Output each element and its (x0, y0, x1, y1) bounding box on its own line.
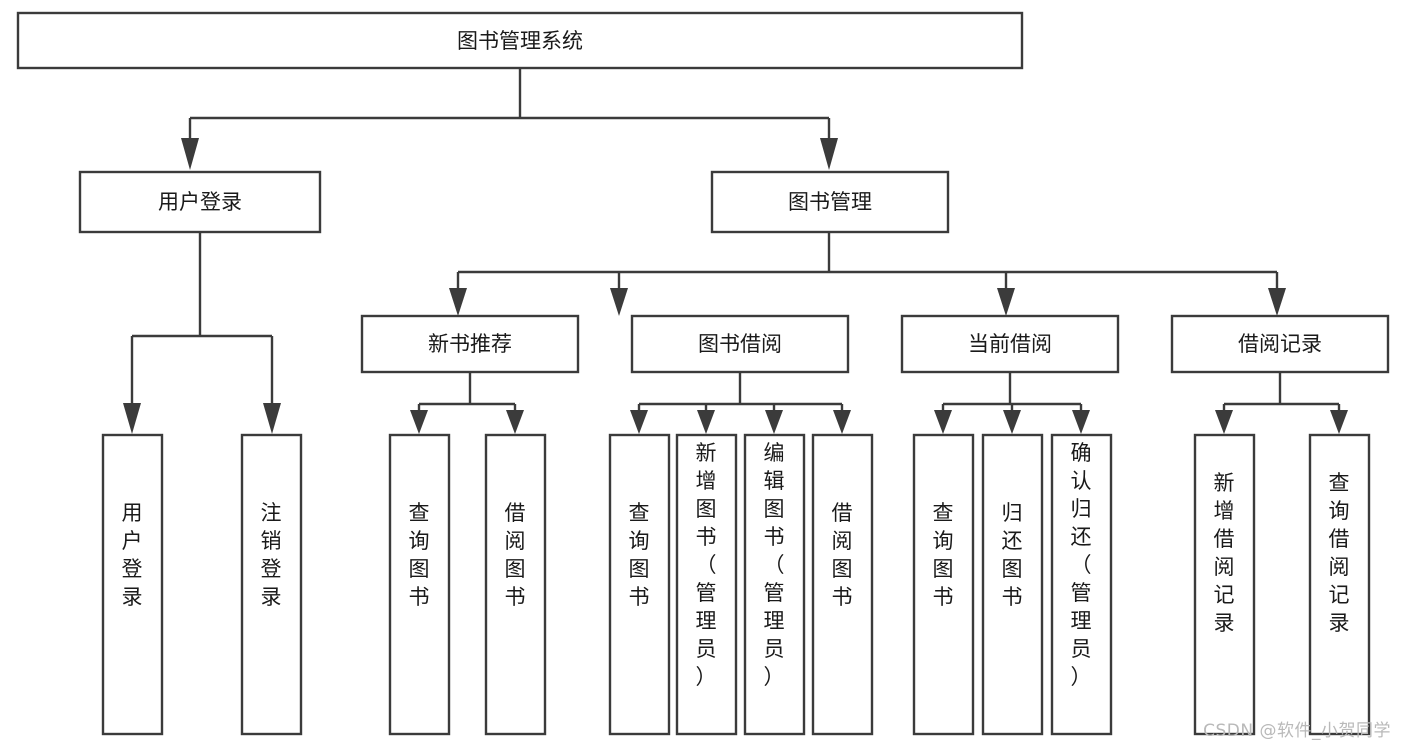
leaf-group-user-login: 用户登录 注销登录 (101, 433, 303, 736)
arrowhead-book-borrow (610, 288, 628, 316)
connectors-book-manage-to-submodules (449, 232, 1286, 316)
node-leaf-user-login[interactable]: 用户登录 (101, 433, 164, 736)
leaf-query-book-1-box[interactable] (388, 433, 451, 736)
csdn-watermark: CSDN @软件_小贺同学 (1203, 721, 1391, 741)
arrowhead-user-login (181, 138, 199, 170)
leaf-borrow-book-2-box[interactable] (811, 433, 874, 736)
leaf-confirm-return-box[interactable] (1050, 433, 1113, 736)
node-user-login[interactable]: 用户登录 (78, 170, 322, 234)
arrowhead-leaf-user-login (123, 403, 141, 434)
leaf-query-book-2-label: 查询图书 (629, 501, 650, 609)
root-box[interactable] (16, 11, 1024, 70)
connectors-user-login-to-leaves (123, 232, 281, 434)
leaf-return-book-box[interactable] (981, 433, 1044, 736)
leaf-group-new-book-recommend: 查询图书 借阅图书 (388, 433, 547, 736)
new-book-recommend-label: 新书推荐 (428, 332, 512, 356)
node-new-book-recommend[interactable]: 新书推荐 (360, 314, 580, 374)
user-login-label: 用户登录 (158, 190, 242, 214)
leaf-query-book-2-box[interactable] (608, 433, 671, 736)
leaf-edit-book-label: 编辑图书（管理员） (764, 441, 785, 689)
arrowhead-book-manage (820, 138, 838, 170)
arrowhead-leaf-edit-book (765, 410, 783, 434)
leaf-borrow-book-2-label: 借阅图书 (832, 501, 853, 609)
arrowhead-leaf-query-book-3 (934, 410, 952, 434)
borrow-record-label: 借阅记录 (1238, 332, 1322, 356)
arrowhead-leaf-add-book (697, 410, 715, 434)
node-borrow-record[interactable]: 借阅记录 (1170, 314, 1390, 374)
book-borrow-label: 图书借阅 (698, 332, 782, 356)
node-current-borrow[interactable]: 当前借阅 (900, 314, 1120, 374)
root-label: 图书管理系统 (457, 29, 583, 53)
leaf-edit-book-box[interactable] (743, 433, 806, 736)
leaf-user-login-label: 用户登录 (122, 501, 143, 609)
leaf-query-book-3-box[interactable] (912, 433, 975, 736)
node-leaf-confirm-return[interactable]: 确认归还（管理员） (1050, 433, 1113, 736)
arrowhead-leaf-logout-login (263, 403, 281, 434)
leaf-add-book-label: 新增图书（管理员） (696, 441, 717, 689)
new-book-recommend-box[interactable] (360, 314, 580, 374)
connectors-book-borrow-to-leaves (630, 372, 851, 434)
node-leaf-add-record[interactable]: 新增借阅记录 (1193, 433, 1256, 736)
leaf-logout-login-label: 注销登录 (261, 501, 282, 609)
arrowhead-leaf-query-record (1330, 410, 1348, 434)
leaf-add-record-box[interactable] (1193, 433, 1256, 736)
current-borrow-label: 当前借阅 (968, 332, 1052, 356)
connectors-borrow-record-to-leaves (1215, 372, 1348, 434)
arrowhead-borrow-record (1268, 288, 1286, 316)
arrowhead-leaf-add-record (1215, 410, 1233, 434)
leaf-add-book-box[interactable] (675, 433, 738, 736)
connectors-new-book-recommend-to-leaves (410, 372, 524, 434)
book-manage-label: 图书管理 (788, 190, 872, 214)
leaf-group-current-borrow: 查询图书 归还图书 确认归还（管理员） (912, 433, 1113, 736)
node-leaf-borrow-book-1[interactable]: 借阅图书 (484, 433, 547, 736)
node-root[interactable]: 图书管理系统 (16, 11, 1024, 70)
leaf-group-book-borrow: 查询图书 新增图书（管理员） 编辑图书（管理员） 借阅图书 (608, 433, 874, 736)
leaf-user-login-box[interactable] (101, 433, 164, 736)
connectors-current-borrow-to-leaves (934, 372, 1090, 434)
node-leaf-query-book-1[interactable]: 查询图书 (388, 433, 451, 736)
leaf-add-record-label: 新增借阅记录 (1214, 471, 1235, 635)
node-leaf-borrow-book-2[interactable]: 借阅图书 (811, 433, 874, 736)
arrowhead-leaf-query-book-2 (630, 410, 648, 434)
node-leaf-edit-book[interactable]: 编辑图书（管理员） (743, 433, 806, 736)
leaf-query-book-1-label: 查询图书 (409, 501, 430, 609)
leaf-group-borrow-record: 新增借阅记录 查询借阅记录 (1193, 433, 1371, 736)
node-leaf-query-record[interactable]: 查询借阅记录 (1308, 433, 1371, 736)
book-manage-box[interactable] (710, 170, 950, 234)
leaf-query-record-label: 查询借阅记录 (1329, 471, 1350, 635)
arrowhead-new-book-recommend (449, 288, 467, 316)
arrowhead-leaf-return-book (1003, 410, 1021, 434)
arrowhead-leaf-borrow-book-2 (833, 410, 851, 434)
arrowhead-leaf-query-book-1 (410, 410, 428, 434)
leaf-query-book-3-label: 查询图书 (933, 501, 954, 609)
leaf-confirm-return-label: 确认归还（管理员） (1071, 441, 1092, 689)
borrow-record-box[interactable] (1170, 314, 1390, 374)
node-leaf-add-book[interactable]: 新增图书（管理员） (675, 433, 738, 736)
node-leaf-query-book-3[interactable]: 查询图书 (912, 433, 975, 736)
book-borrow-box[interactable] (630, 314, 850, 374)
leaf-query-record-box[interactable] (1308, 433, 1371, 736)
leaf-return-book-label: 归还图书 (1002, 501, 1023, 609)
leaf-borrow-book-1-label: 借阅图书 (505, 501, 526, 609)
leaf-logout-login-box[interactable] (240, 433, 303, 736)
node-leaf-logout-login[interactable]: 注销登录 (240, 433, 303, 736)
current-borrow-box[interactable] (900, 314, 1120, 374)
node-leaf-return-book[interactable]: 归还图书 (981, 433, 1044, 736)
node-leaf-query-book-2[interactable]: 查询图书 (608, 433, 671, 736)
arrowhead-leaf-confirm-return (1072, 410, 1090, 434)
node-book-manage[interactable]: 图书管理 (710, 170, 950, 234)
user-login-box[interactable] (78, 170, 322, 234)
arrowhead-current-borrow (997, 288, 1015, 316)
node-book-borrow[interactable]: 图书借阅 (630, 314, 850, 374)
arrowhead-leaf-borrow-book-1 (506, 410, 524, 434)
connectors-root-to-modules (181, 68, 838, 170)
leaf-borrow-book-1-box[interactable] (484, 433, 547, 736)
